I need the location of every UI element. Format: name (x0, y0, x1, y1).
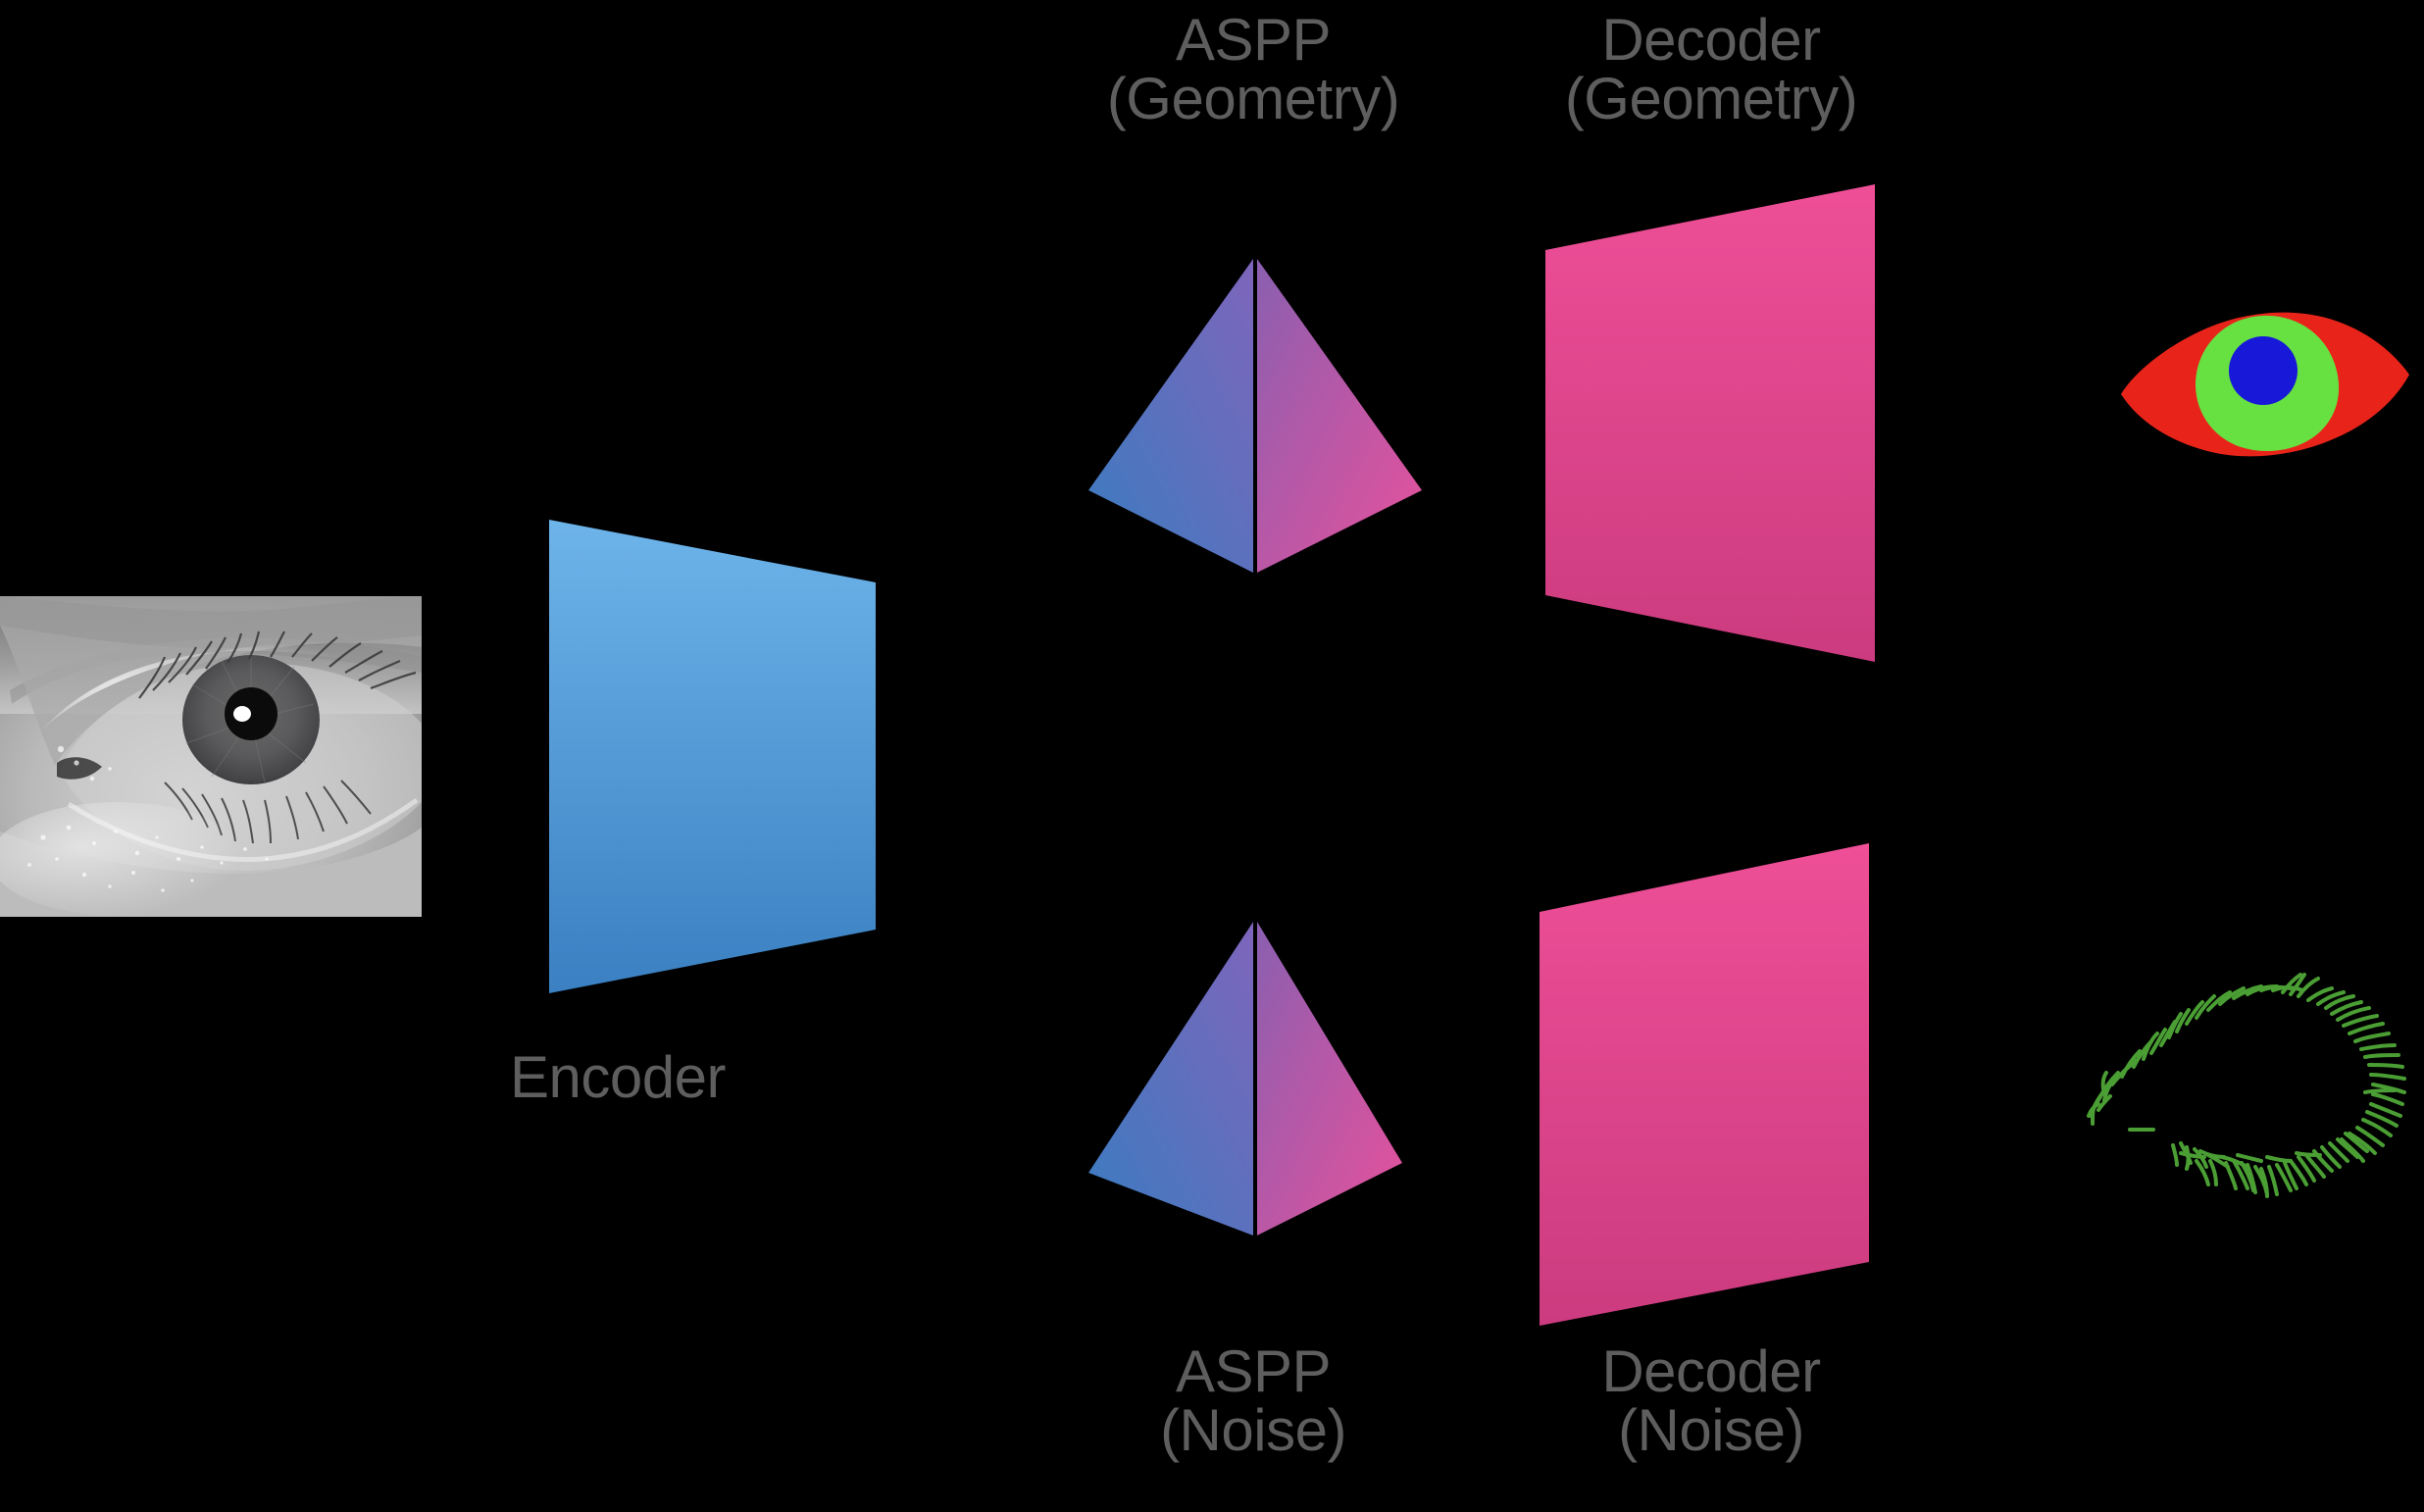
segmentation-shape (2121, 312, 2409, 457)
aspp-geometry-shape (1088, 259, 1422, 573)
aspp-geometry-label-line2: (Geometry) (1106, 66, 1400, 131)
encoder-shape (549, 520, 876, 993)
aspp-geometry-pyramid (1088, 257, 1422, 600)
noise-mask-shape (2087, 973, 2406, 1198)
output-eyelash-noise-mask (2079, 961, 2417, 1221)
decoder-noise-trapezoid (1540, 843, 1873, 1326)
aspp-noise-label-line2: (Noise) (1160, 1397, 1346, 1463)
decoder-geometry-trapezoid (1545, 184, 1879, 667)
aspp-noise-label-line1: ASPP (1175, 1338, 1332, 1404)
output-segmentation-mask (2113, 294, 2417, 471)
decoder-geometry-shape (1545, 184, 1875, 662)
pupil-region (2229, 336, 2298, 405)
aspp-noise-pyramid (1088, 920, 1422, 1263)
input-eye-image (0, 596, 422, 917)
encoder-trapezoid (549, 520, 878, 995)
decoder-noise-label-line2: (Noise) (1618, 1397, 1804, 1463)
decoder-geometry-label-line2: (Geometry) (1564, 66, 1858, 131)
encoder-label: Encoder (510, 1044, 726, 1110)
decoder-geometry-label-line1: Decoder (1601, 7, 1821, 73)
eye-photo-svg (0, 596, 422, 917)
decoder-noise-label-line1: Decoder (1601, 1338, 1821, 1404)
aspp-noise-shape (1088, 922, 1402, 1235)
decoder-noise-shape (1540, 843, 1869, 1326)
aspp-geometry-label-line1: ASPP (1175, 7, 1332, 73)
